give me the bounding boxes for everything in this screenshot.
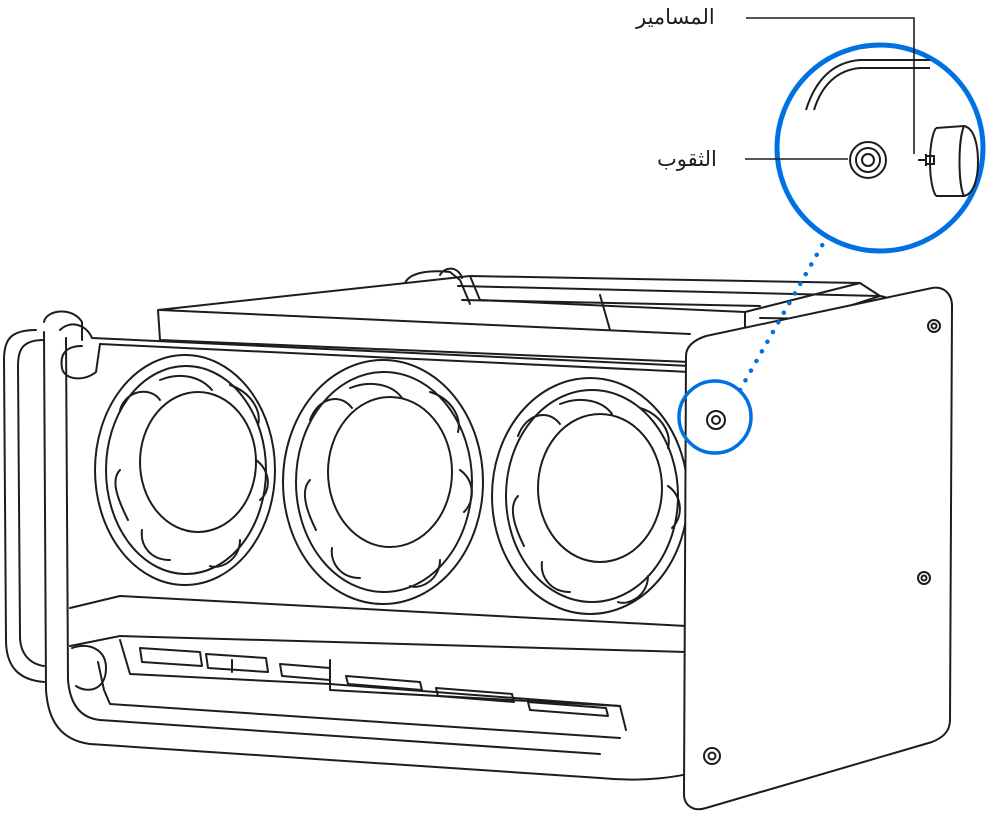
screw-hole-icon <box>706 410 726 430</box>
left-handle <box>3 310 83 683</box>
fan-3 <box>491 377 689 615</box>
screw-icon <box>703 747 721 765</box>
side-panel <box>683 286 953 811</box>
screw-icon <box>927 319 941 333</box>
highlight-circle-zoom <box>774 42 986 254</box>
screw-hole-icon <box>849 141 887 179</box>
leader-lines <box>745 17 915 160</box>
callout-holes-label: الثقوب <box>657 147 717 171</box>
fan-2 <box>282 359 484 605</box>
screw-icon <box>935 124 980 197</box>
zoom-detail <box>774 42 986 254</box>
callout-screws-label: المسامير <box>636 5 715 29</box>
highlight-circle-small <box>677 379 753 455</box>
bottom-board <box>69 595 687 731</box>
fan-1 <box>94 354 276 586</box>
screw-icon <box>917 571 931 585</box>
